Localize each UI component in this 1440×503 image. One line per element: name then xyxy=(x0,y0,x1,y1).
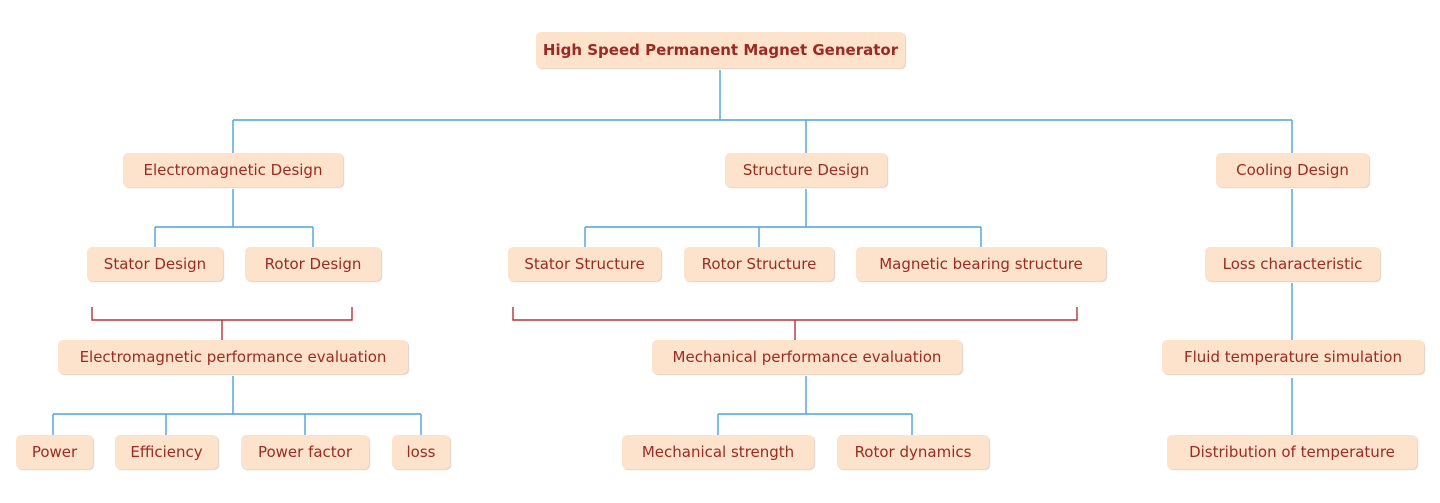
bracket-structure xyxy=(512,307,1078,340)
node-efficiency: Efficiency xyxy=(115,435,218,469)
node-rotor-structure: Rotor Structure xyxy=(684,247,834,281)
node-loss-characteristic: Loss characteristic xyxy=(1205,247,1380,281)
edge-structure-to-children xyxy=(584,189,982,247)
node-cooling-design: Cooling Design xyxy=(1216,153,1369,187)
node-mechanical-strength: Mechanical strength xyxy=(622,435,814,469)
node-em-performance-evaluation: Electromagnetic performance evaluation xyxy=(58,340,408,374)
edge-em-to-children xyxy=(154,189,314,247)
node-rotor-dynamics: Rotor dynamics xyxy=(837,435,989,469)
node-distribution-of-temperature: Distribution of temperature xyxy=(1167,435,1417,469)
node-fluid-temperature-simulation: Fluid temperature simulation xyxy=(1162,340,1424,374)
node-mech-performance-evaluation: Mechanical performance evaluation xyxy=(652,340,962,374)
node-stator-design: Stator Design xyxy=(87,247,223,281)
bracket-em xyxy=(91,307,353,340)
edge-mech-eval-to-leaves xyxy=(717,376,913,435)
edge-root-to-level1 xyxy=(232,70,1293,153)
node-power-factor: Power factor xyxy=(241,435,369,469)
node-loss: loss xyxy=(392,435,450,469)
node-magnetic-bearing-structure: Magnetic bearing structure xyxy=(856,247,1106,281)
root-node: High Speed Permanent Magnet Generator xyxy=(536,32,905,68)
node-structure-design: Structure Design xyxy=(725,153,887,187)
node-rotor-design: Rotor Design xyxy=(245,247,381,281)
node-stator-structure: Stator Structure xyxy=(508,247,661,281)
node-electromagnetic-design: Electromagnetic Design xyxy=(123,153,343,187)
edge-em-eval-to-leaves xyxy=(52,376,422,435)
node-power: Power xyxy=(16,435,93,469)
